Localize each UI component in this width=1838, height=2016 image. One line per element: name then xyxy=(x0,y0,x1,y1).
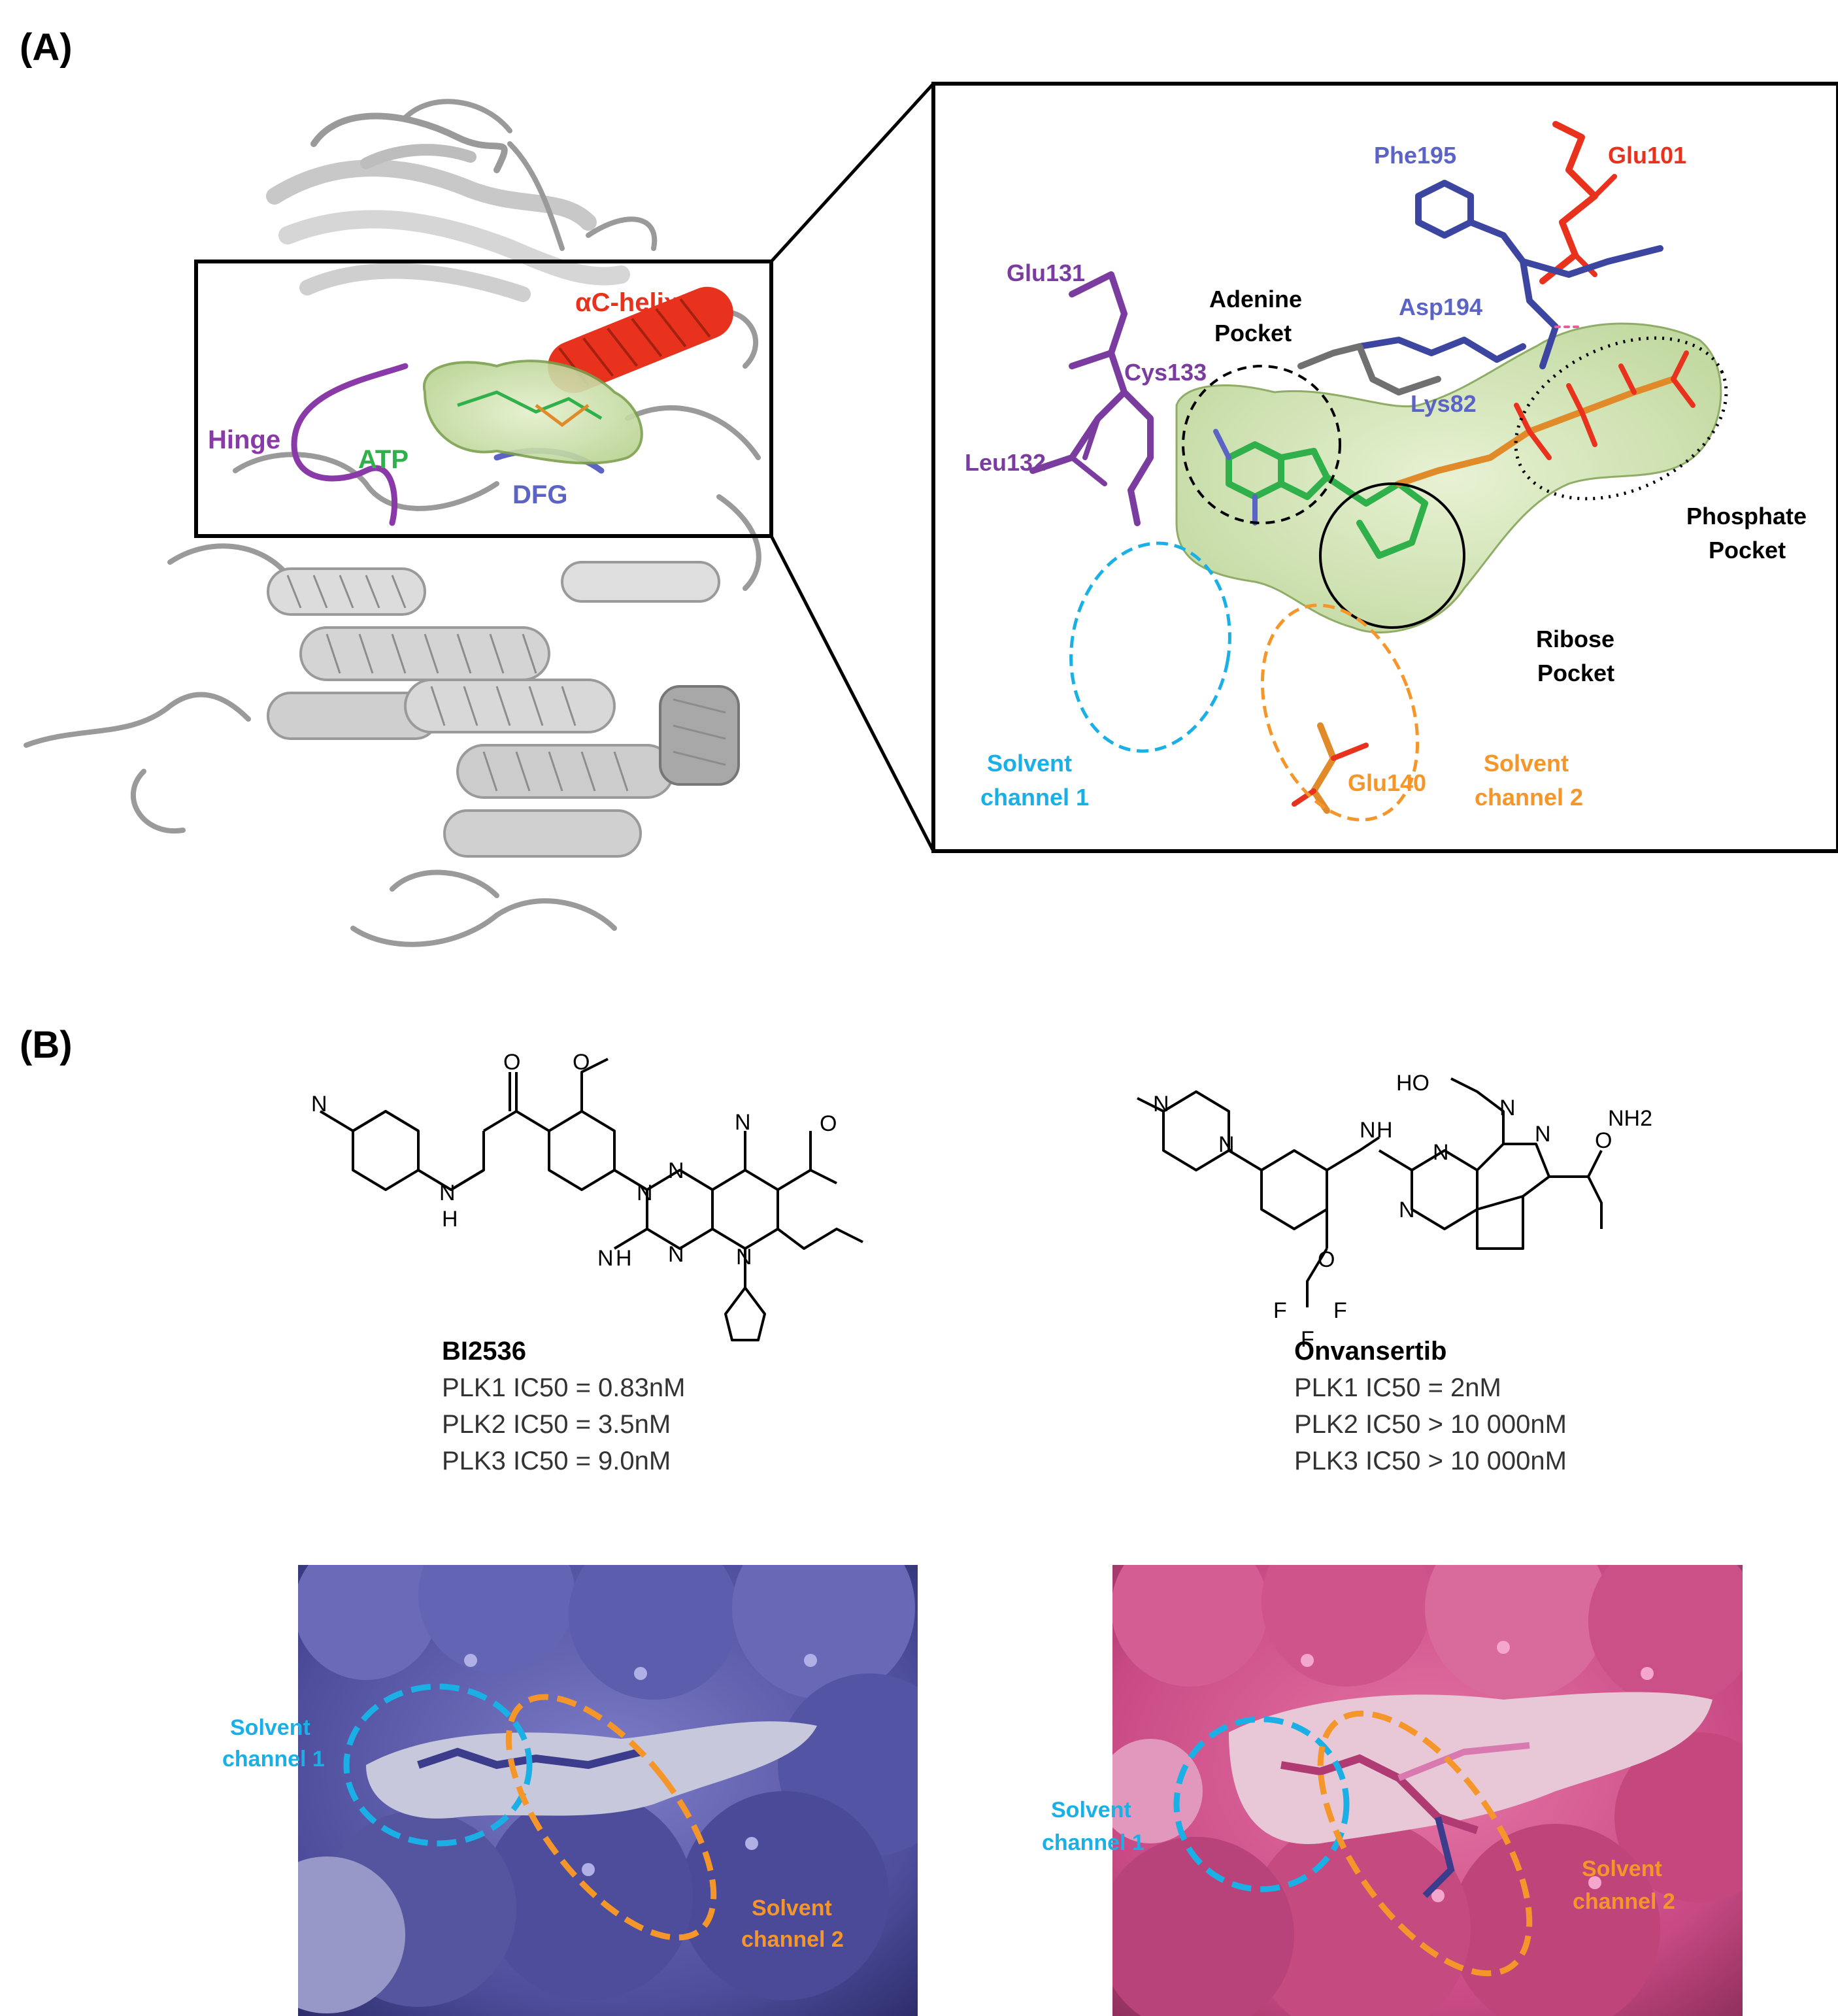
bi2536-atom-o-amide: O xyxy=(503,1050,520,1075)
onvansertib-info: Onvansertib PLK1 IC50 = 2nM PLK2 IC50 > … xyxy=(1294,1337,1567,1475)
onvansertib-atom-labels: HO N N N N N H N N O NH2 O F F F xyxy=(1153,1071,1652,1352)
ribose-pocket-label-line2: Pocket xyxy=(1537,660,1614,686)
glu131-label: Glu131 xyxy=(1007,260,1085,286)
pocket-outlines xyxy=(1069,336,1728,822)
bi2536-structure xyxy=(319,1058,863,1341)
solvent-channel-2-label-line1: Solvent xyxy=(1484,750,1569,777)
bi2536-atom-o-methoxy: O xyxy=(573,1050,590,1075)
ac-helix-ribbon xyxy=(548,286,733,394)
bi2536-solvent-channel-2-outline xyxy=(505,1694,717,1941)
onvansertib-surface-render xyxy=(1112,1565,1743,2016)
phe195-label: Phe195 xyxy=(1374,142,1456,169)
onvansertib-atom-n-pyrazole-2: N xyxy=(1535,1122,1551,1147)
bi2536-ic50-plk3: PLK3 IC50 = 9.0nM xyxy=(442,1447,671,1475)
solvent-channel-2-outline xyxy=(1260,603,1420,822)
onvansertib-atom-f-3: F xyxy=(1301,1327,1314,1352)
atp-label: ATP xyxy=(358,445,409,474)
asp194-label: Asp194 xyxy=(1399,294,1482,320)
onvansertib-atom-n-pyrimidine-1: N xyxy=(1433,1140,1449,1165)
bi2536-surface-render xyxy=(298,1565,918,2016)
panel-b-label: (B) xyxy=(20,1024,73,1066)
onvansertib-atom-n-piperazine-2: N xyxy=(1218,1132,1235,1157)
onvansertib-ic50-plk2: PLK2 IC50 > 10 000nM xyxy=(1294,1410,1567,1439)
bi2536-atom-n-pyrimidine-2: N xyxy=(668,1242,684,1267)
solvent-channel-2-label-line2: channel 2 xyxy=(1475,784,1583,811)
atp-binding-surface xyxy=(1175,322,1722,633)
phosphate-pocket-outline xyxy=(1514,336,1728,501)
ac-helix-label: αC-helix xyxy=(575,288,678,317)
hinge-label: Hinge xyxy=(208,426,280,454)
onvansertib-ic50-plk1: PLK1 IC50 = 2nM xyxy=(1294,1373,1501,1402)
onvansertib-structure xyxy=(1137,1077,1603,1307)
bi2536-atom-h: H xyxy=(616,1246,632,1271)
overview-zoom-box xyxy=(194,260,773,538)
onvansertib-atom-o-ether: O xyxy=(1318,1247,1335,1272)
adenine-pocket-label-line1: Adenine xyxy=(1209,286,1302,312)
zoom-connector-bottom xyxy=(769,535,935,852)
bi2536-solvent1-label-line1: Solvent xyxy=(230,1715,310,1740)
zoom-labels: Phe195 Glu101 Glu131 Adenine Pocket Asp1… xyxy=(965,142,1807,811)
solvent-channel-1-label-line1: Solvent xyxy=(987,750,1072,777)
panel-a-label: (A) xyxy=(20,26,73,69)
onvansertib-atom-f-1: F xyxy=(1273,1298,1287,1323)
atp-surface-overview xyxy=(422,360,643,465)
onvansertib-atom-nh: N xyxy=(1360,1118,1376,1143)
onvansertib-atom-n-piperazine-1: N xyxy=(1153,1092,1169,1117)
bi2536-solvent-channel-1-outline xyxy=(343,1683,533,1847)
bi2536-atom-n-amide: N xyxy=(439,1181,456,1205)
bi2536-solvent2-label-line2: channel 2 xyxy=(741,1927,844,1952)
onvansertib-name: Onvansertib xyxy=(1294,1337,1446,1366)
zoom-connector-top xyxy=(770,82,935,263)
bi2536-atom-n-cyclopentyl: N xyxy=(736,1245,752,1269)
bi2536-atom-n-pyrimidine-1: N xyxy=(668,1158,684,1183)
phosphate-pocket-label-line1: Phosphate xyxy=(1686,503,1807,529)
kinase-ribbon-structure xyxy=(24,99,761,947)
bi2536-solvent1-label-line2: channel 1 xyxy=(222,1747,325,1772)
ribose-pocket-label-line1: Ribose xyxy=(1536,626,1614,652)
onvansertib-solvent-channel-2-outline xyxy=(1317,1710,1533,1977)
onvansertib-solvent2-label-line1: Solvent xyxy=(1582,1856,1662,1881)
bi2536-atom-labels: N O N H O N O N N N H N N xyxy=(311,1050,837,1271)
onvansertib-atom-n-pyrimidine-2: N xyxy=(1399,1198,1415,1222)
dfg-label: DFG xyxy=(512,480,567,509)
onvansertib-atom-f-2: F xyxy=(1333,1298,1347,1323)
c-lobe-helices xyxy=(267,561,740,858)
hinge-loop xyxy=(291,363,409,526)
bi2536-atom-o-lactam: O xyxy=(820,1111,837,1136)
onvansertib-solvent2-label-line2: channel 2 xyxy=(1573,1889,1675,1914)
onvansertib-solvent1-label-line1: Solvent xyxy=(1051,1798,1131,1823)
adenine-pocket-label-line2: Pocket xyxy=(1214,320,1292,346)
bi2536-ic50-plk1: PLK1 IC50 = 0.83nM xyxy=(442,1373,685,1402)
bi2536-atom-n-methyl: N xyxy=(735,1110,751,1135)
bi2536-info: BI2536 PLK1 IC50 = 0.83nM PLK2 IC50 = 3.… xyxy=(442,1337,685,1475)
cys133-label: Cys133 xyxy=(1124,359,1207,386)
onvansertib-solvent-channel-1-outline xyxy=(1173,1716,1350,1892)
solvent-channel-1-outline xyxy=(1069,541,1231,753)
bi2536-ic50-plk2: PLK2 IC50 = 3.5nM xyxy=(442,1410,671,1439)
bi2536-atom-n-piperidine: N xyxy=(311,1092,327,1117)
bi2536-name: BI2536 xyxy=(442,1337,526,1366)
bi2536-atom-n-aniline: N xyxy=(637,1181,653,1205)
solvent-channel-1-label-line2: channel 1 xyxy=(980,784,1089,811)
bi2536-solvent2-label-line1: Solvent xyxy=(752,1896,832,1921)
onvansertib-atom-n-pyrazole-1: N xyxy=(1499,1096,1516,1120)
lys82-label: Lys82 xyxy=(1411,390,1477,417)
onvansertib-ic50-plk3: PLK3 IC50 > 10 000nM xyxy=(1294,1447,1567,1475)
onvansertib-solvent1-label-line2: channel 1 xyxy=(1042,1830,1145,1855)
glu101-label: Glu101 xyxy=(1608,142,1686,169)
ribose-pocket-outline xyxy=(1319,482,1465,629)
leu132-label: Leu132 xyxy=(965,449,1046,476)
onvansertib-atom-o-amide: O xyxy=(1595,1128,1612,1153)
adenine-pocket-outline xyxy=(1182,365,1341,524)
glu140-label: Glu140 xyxy=(1348,769,1426,796)
phosphate-pocket-label-line2: Pocket xyxy=(1709,537,1786,563)
bi2536-atom-h-amide: H xyxy=(442,1207,458,1232)
onvansertib-atom-nh2: NH2 xyxy=(1608,1106,1652,1131)
onvansertib-atom-ho: HO xyxy=(1396,1071,1429,1096)
residue-sticks xyxy=(1029,121,1663,814)
atp-sticks xyxy=(1213,350,1696,559)
bi2536-atom-nh: N xyxy=(597,1246,614,1271)
onvansertib-atom-h: H xyxy=(1377,1118,1393,1143)
